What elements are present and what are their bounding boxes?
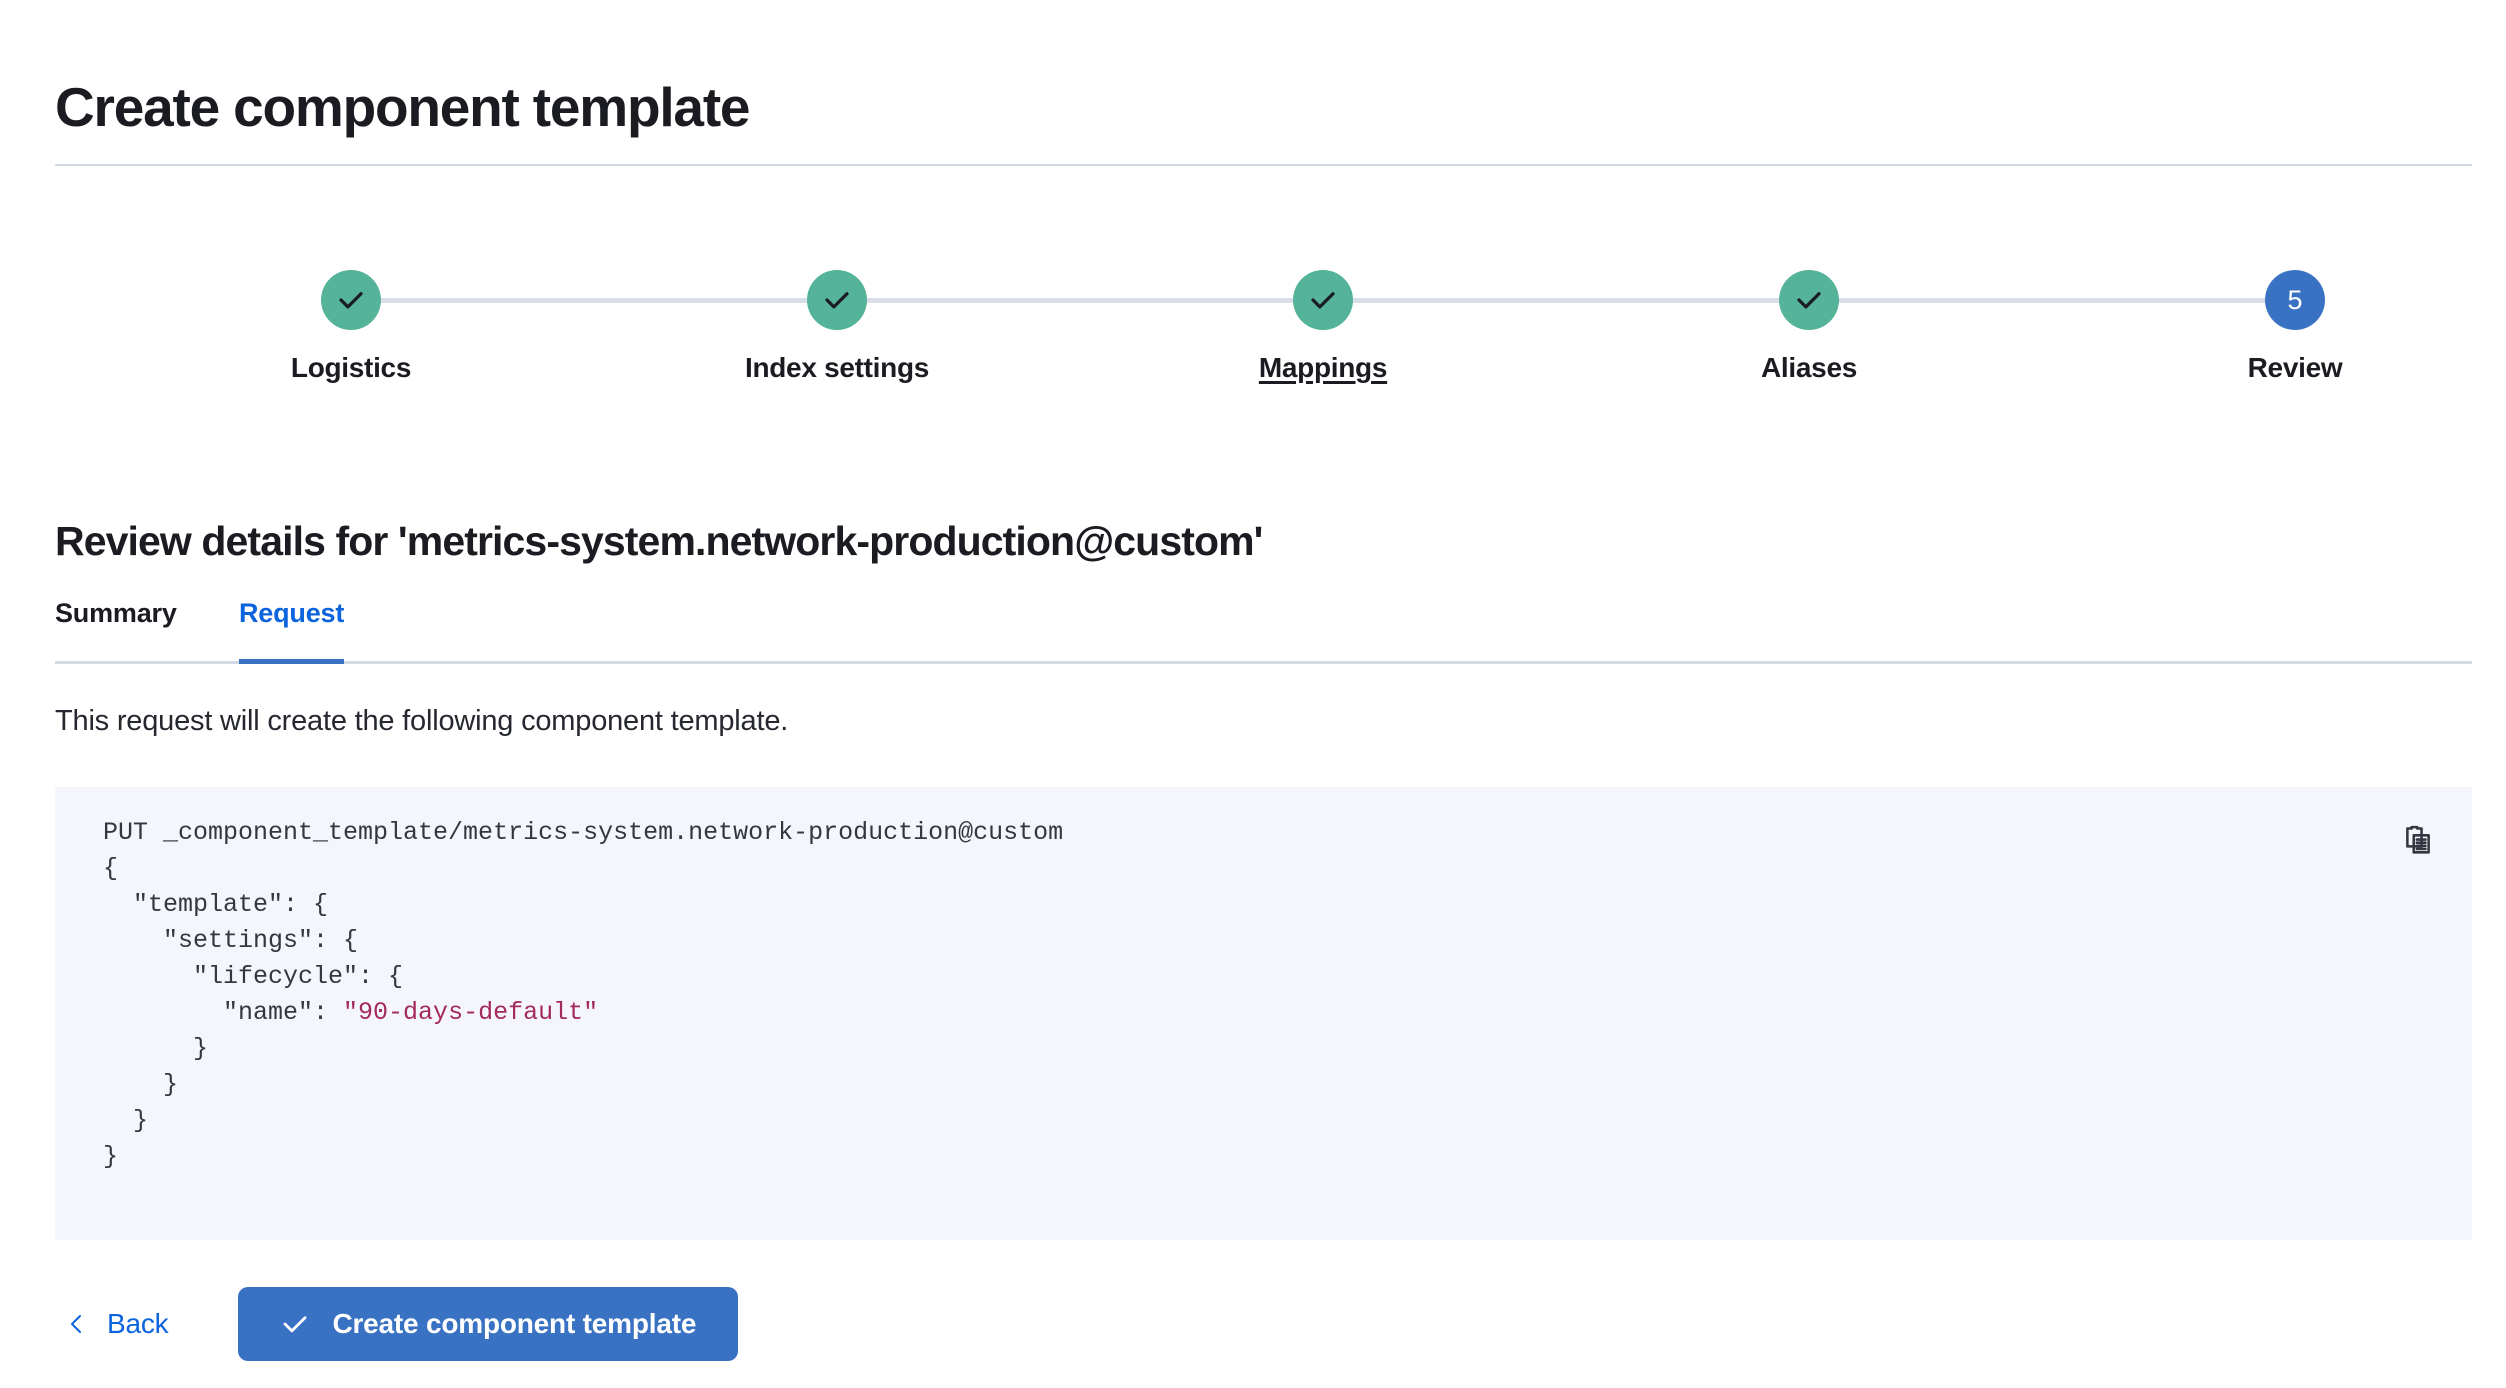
step-circle-aliases: [1779, 270, 1839, 330]
create-component-template-button[interactable]: Create component template: [238, 1287, 739, 1361]
copy-to-clipboard-button[interactable]: [2394, 817, 2442, 865]
check-icon: [1797, 292, 1821, 309]
step-review[interactable]: 5 Review: [2135, 255, 2455, 384]
request-description: This request will create the following c…: [55, 705, 789, 737]
step-number-review: 5: [2287, 284, 2303, 315]
step-label-logistics: Logistics: [290, 352, 412, 383]
step-logistics[interactable]: Logistics: [191, 255, 511, 384]
back-button-label: Back: [107, 1308, 169, 1339]
check-icon: [284, 1316, 307, 1333]
step-aliases[interactable]: Aliases: [1649, 255, 1969, 384]
review-heading: Review details for 'metrics-system.netwo…: [55, 518, 1263, 565]
header-divider: [55, 164, 2472, 166]
step-circle-index-settings: [807, 270, 867, 330]
step-circle-mappings: [1293, 270, 1353, 330]
back-button[interactable]: Back: [55, 1298, 182, 1350]
step-mappings[interactable]: Mappings: [1163, 255, 1483, 384]
check-icon: [825, 292, 849, 309]
copy-clipboard-icon: [2406, 825, 2430, 854]
check-icon: [339, 292, 363, 309]
create-component-template-label: Create component template: [332, 1308, 697, 1339]
step-label-mappings[interactable]: Mappings: [1258, 352, 1388, 383]
step-index-settings[interactable]: Index settings: [677, 255, 997, 384]
page-title: Create component template: [55, 75, 751, 138]
check-icon: [1311, 292, 1335, 309]
chevron-left-icon: [71, 1315, 81, 1333]
step-label-review: Review: [2247, 352, 2343, 383]
tab-request[interactable]: Request: [239, 598, 344, 664]
step-indicator: Logistics Index settings Mappings Aliase…: [55, 255, 2472, 405]
request-code-text[interactable]: PUT _component_template/metrics-system.n…: [103, 818, 1064, 1171]
request-code-block: PUT _component_template/metrics-system.n…: [55, 787, 2472, 1240]
step-label-index-settings: Index settings: [744, 352, 930, 383]
wizard-footer: Back Create component template: [55, 1285, 739, 1363]
step-circle-logistics: [321, 270, 381, 330]
tab-summary[interactable]: Summary: [55, 598, 177, 628]
step-circle-review: 5: [2265, 270, 2325, 330]
step-label-aliases: Aliases: [1761, 352, 1857, 383]
tabs-baseline: [55, 661, 2472, 664]
review-tabs: Summary Request: [55, 598, 2472, 664]
